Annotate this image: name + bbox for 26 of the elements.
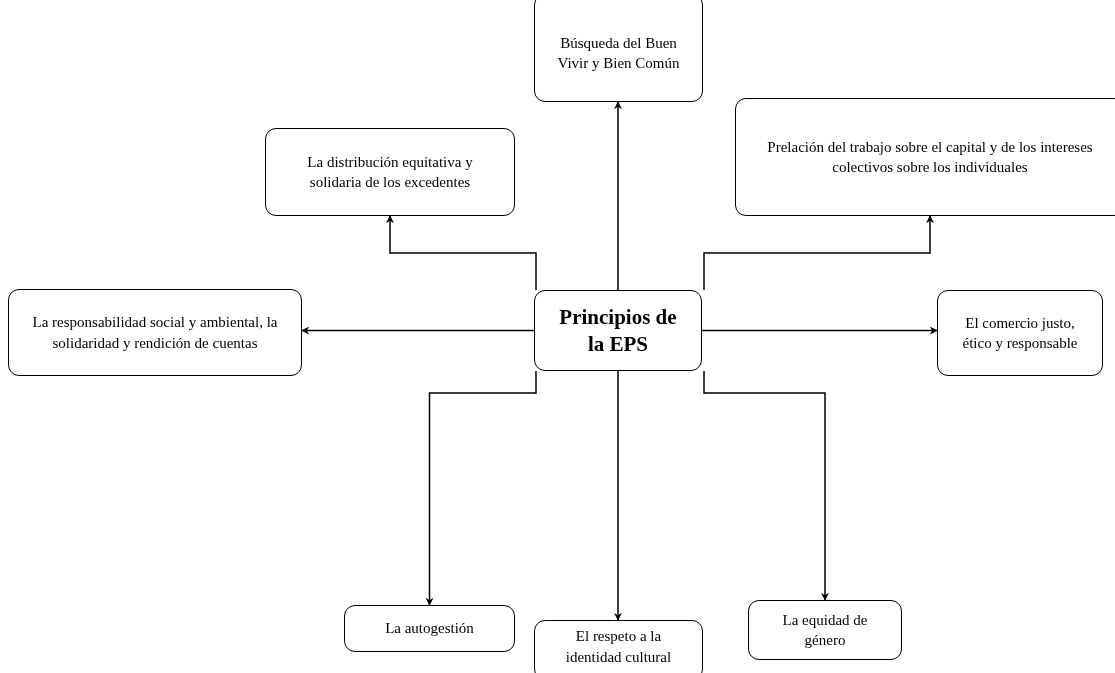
arrow: [703, 370, 829, 601]
arrow: [614, 101, 622, 291]
arrow: [703, 215, 934, 291]
principle-text: La autogestión: [385, 619, 474, 639]
principle-text: El comercio justo, ético y responsable: [961, 313, 1079, 353]
principle-box: [344, 605, 515, 652]
central-title: Principios de la EPS: [558, 304, 678, 357]
principle-text: La equidad de género: [781, 610, 869, 650]
principle-box: [265, 128, 515, 216]
arrow: [301, 326, 535, 335]
principle-box: [748, 600, 902, 660]
principle-box: [534, 620, 703, 673]
principle-text: La distribución equitativa y solidaria de los excedentes: [306, 152, 474, 192]
principle-text: Búsqueda del Buen Vivir y Bien Común: [556, 33, 681, 73]
arrow: [614, 370, 622, 621]
principle-box: [8, 289, 302, 376]
principle-text: La responsabilidad social y ambiental, la solidaridad y rendición de cuentas: [31, 313, 279, 353]
central-box: [534, 290, 702, 371]
arrow: [386, 215, 537, 291]
principle-box: [735, 98, 1115, 216]
arrow: [425, 370, 537, 606]
principle-text: El respeto a la identidad cultural: [564, 627, 673, 667]
principle-box: [937, 290, 1103, 376]
arrow: [701, 326, 938, 335]
principle-text: Prelación del trabajo sobre el capital y de los intereses colectivos sobre los individuales: [766, 137, 1094, 177]
principle-box: [534, 0, 703, 102]
